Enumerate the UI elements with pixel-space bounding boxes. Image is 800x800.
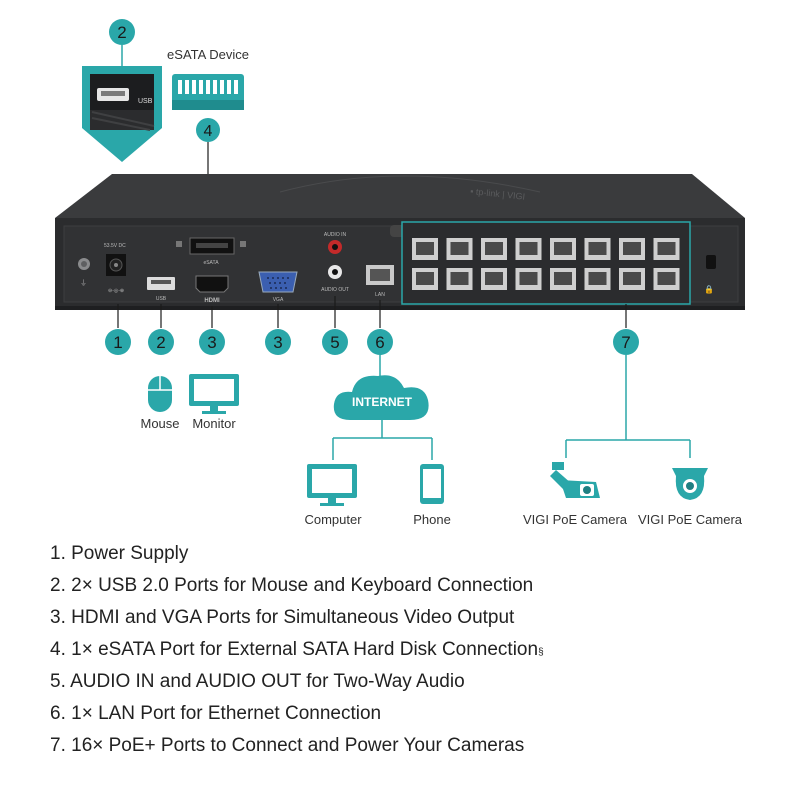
- poe-port-socket: [554, 242, 572, 255]
- mouse-icon: [148, 376, 172, 412]
- svg-text:⏚: ⏚: [80, 279, 87, 287]
- poe-port-socket: [485, 272, 503, 285]
- audio-in-label: AUDIO IN: [324, 232, 347, 238]
- poe-port-socket: [588, 242, 607, 255]
- callout-5-number: 5: [330, 333, 339, 352]
- svg-text:⊖-◎-⊕: ⊖-◎-⊕: [108, 288, 124, 294]
- legend-item-5: 5. AUDIO IN and AUDIO OUT for Two-Way Au…: [50, 671, 465, 692]
- callout-1-number: 1: [113, 333, 122, 352]
- poe-port-socket: [416, 272, 434, 285]
- poe-port-socket: [623, 242, 641, 255]
- callout-6-number: 6: [375, 333, 384, 352]
- legend-item-7: 7. 16× PoE+ Ports to Connect and Power Y…: [50, 735, 525, 756]
- computer-label: Computer: [304, 512, 362, 527]
- callout-5-circle: [322, 329, 348, 355]
- callout-2-top-circle: [109, 19, 135, 45]
- mouse-label: Mouse: [140, 416, 179, 431]
- poe-port-socket: [416, 242, 434, 255]
- usb-port-label: USB: [156, 296, 167, 302]
- hdmi-port: [195, 275, 229, 293]
- poe-port-group: [401, 221, 691, 305]
- poe-port-socket: [588, 272, 607, 285]
- poe-port-socket: [450, 272, 469, 285]
- callout-2-circle: [148, 329, 174, 355]
- legend-item-6: 6. 1× LAN Port for Ethernet Connection: [50, 703, 382, 724]
- usb-zoom-callout: USB: [82, 66, 162, 162]
- callout-6-circle: [367, 329, 393, 355]
- monitor-label: Monitor: [192, 416, 236, 431]
- callout-3-number: 3: [207, 333, 216, 352]
- camera2-label: VIGI PoE Camera: [638, 512, 743, 527]
- bullet-camera-icon: [550, 462, 600, 498]
- svg-text:🔒: 🔒: [704, 285, 714, 294]
- poe-port-socket: [657, 242, 676, 255]
- internet-label: INTERNET: [352, 395, 413, 409]
- poe-port-socket: [623, 272, 641, 285]
- legend-item-1: 1. Power Supply: [50, 543, 189, 564]
- esata-device-icon: [172, 74, 244, 110]
- poe-port-socket: [485, 242, 503, 255]
- callout-4-number: 4: [204, 123, 213, 140]
- feature-legend: 1. Power Supply 2. 2× USB 2.0 Ports for …: [50, 538, 544, 762]
- callout-7-number: 7: [621, 333, 630, 352]
- callout-7-circle: [613, 329, 639, 355]
- callout-3-circle: [199, 329, 225, 355]
- poe-port-socket: [554, 272, 572, 285]
- legend-item-2: 2. 2× USB 2.0 Ports for Mouse and Keyboa…: [50, 575, 534, 596]
- phone-icon: [420, 464, 444, 504]
- legend-footnote-mark: §: [538, 647, 544, 658]
- callout-2-top-number: 2: [117, 23, 126, 42]
- callout-3b-number: 3: [273, 333, 282, 352]
- esata-port-label: eSATA: [203, 260, 219, 266]
- poe-port-socket: [657, 272, 676, 285]
- audio-out-label: AUDIO OUT: [321, 287, 349, 293]
- vga-port: [258, 271, 298, 293]
- callout-row: 1 2 3 3 5 6 7: [105, 329, 639, 355]
- callout-4-circle: [196, 118, 220, 142]
- callout-2-number: 2: [156, 333, 165, 352]
- computer-icon: [307, 464, 357, 506]
- monitor-icon: [189, 374, 239, 414]
- camera1-label: VIGI PoE Camera: [523, 512, 628, 527]
- internet-cloud-icon: [333, 375, 429, 420]
- nvr-diagram: 2 USB eSATA Device 4 ▪ tp-link | VIGI: [55, 19, 745, 527]
- esata-device-label: eSATA Device: [167, 47, 249, 62]
- phone-label: Phone: [413, 512, 451, 527]
- legend-item-3: 3. HDMI and VGA Ports for Simultaneous V…: [50, 607, 515, 628]
- poe-port-socket: [450, 242, 469, 255]
- poe-port-socket: [519, 272, 538, 285]
- callout-1-circle: [105, 329, 131, 355]
- callout-3b-circle: [265, 329, 291, 355]
- lan-port-label: LAN: [375, 292, 385, 298]
- nvr-device: ▪ tp-link | VIGI ⏚ 53.5V DC ⊖-◎-⊕ USB eS…: [55, 174, 745, 310]
- poe-port-socket: [519, 242, 538, 255]
- legend-item-4: 4. 1× eSATA Port for External SATA Hard …: [50, 639, 544, 660]
- dc-port-label: 53.5V DC: [104, 243, 126, 249]
- vga-port-label: VGA: [273, 297, 284, 303]
- hdmi-port-label: HDMI: [204, 298, 220, 304]
- usb-zoom-label: USB: [138, 98, 153, 105]
- turret-camera-icon: [672, 468, 708, 500]
